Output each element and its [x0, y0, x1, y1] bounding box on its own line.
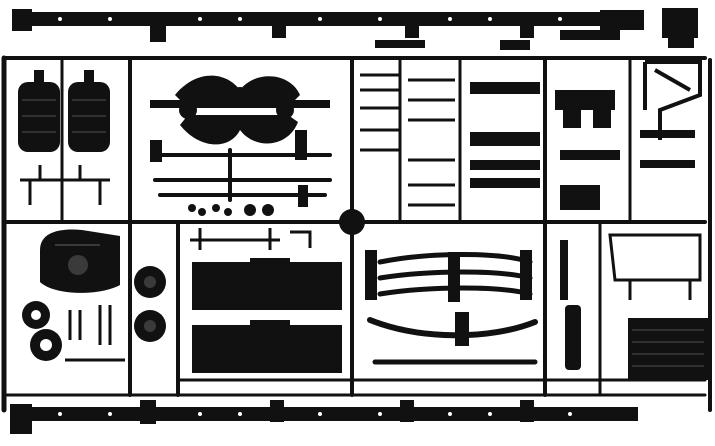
tyre-pair	[18, 70, 110, 152]
steering-link-parts	[360, 73, 455, 207]
axle-end-caps	[150, 130, 308, 207]
fifth-wheel-plate	[40, 229, 120, 293]
cab-step-frame	[608, 233, 702, 300]
small-bracket-left	[20, 165, 110, 205]
fuel-tank-lower	[192, 320, 342, 373]
radiator-grille-panel	[628, 318, 708, 380]
chassis-rail-top	[12, 8, 698, 48]
rear-axle-part	[150, 75, 330, 145]
brake-drum-left	[22, 301, 62, 361]
leaf-spring-parts	[367, 252, 538, 365]
exhaust-stack	[560, 240, 581, 370]
spring-hanger-parts	[375, 30, 620, 210]
front-grille-frame	[643, 60, 702, 140]
fuel-tank-upper	[192, 258, 342, 310]
spring-clamps	[365, 250, 532, 346]
small-rods-lower-left	[65, 305, 125, 362]
small-parts-cluster	[188, 204, 274, 216]
cross-member-right	[640, 130, 695, 168]
hub-disc-centre	[339, 209, 365, 235]
chassis-rail-bottom	[10, 400, 638, 434]
wheel-hub-mid	[134, 266, 166, 342]
tank-brackets	[190, 228, 312, 250]
sprue-runners	[1, 55, 712, 413]
